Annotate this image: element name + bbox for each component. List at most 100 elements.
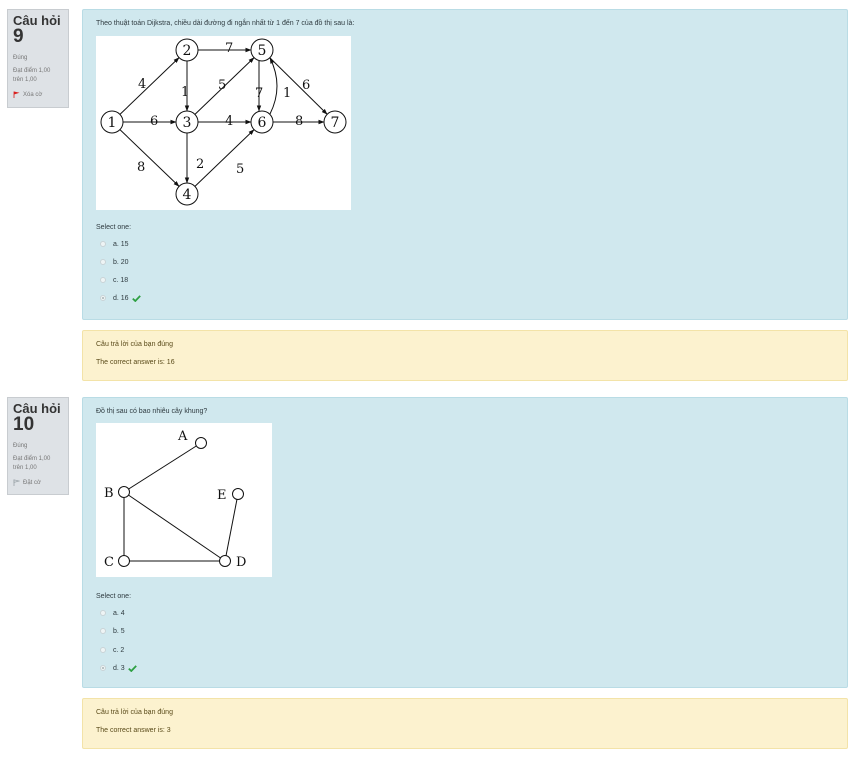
graph-node-label-D: D xyxy=(236,555,246,570)
question-label: Câu hỏi xyxy=(13,401,61,416)
edge-3-5 xyxy=(194,57,255,115)
grade-line-2: trên 1,00 xyxy=(13,77,37,83)
graph-node-3 xyxy=(175,110,199,134)
question-grade: Đạt điểm 1,00 trên 1,00 xyxy=(13,455,63,473)
select-one-prompt: Select one: xyxy=(96,593,132,600)
question-number: 10 xyxy=(13,414,35,435)
option-label: c. 2 xyxy=(113,646,125,654)
option-label: a. 15 xyxy=(113,240,129,248)
set-flag-button[interactable]: Đặt cờ xyxy=(13,479,63,486)
spanning-tree-graph-figure: A B C D E xyxy=(96,423,272,577)
graph-node-B xyxy=(118,486,130,498)
remove-flag-button[interactable]: Xóa cờ xyxy=(13,91,63,98)
answer-option-d[interactable]: d. 3 xyxy=(100,663,137,673)
radio-button[interactable] xyxy=(100,628,106,634)
graph-node-6 xyxy=(250,110,274,134)
graph-node-label-B: B xyxy=(104,486,114,501)
edge-weight-1-3: 6 xyxy=(150,114,158,129)
graph-node-label-1: 1 xyxy=(108,115,117,131)
graph-node-label-C: C xyxy=(104,555,114,570)
check-icon xyxy=(131,294,141,302)
correct-answer-text: The correct answer is: 3 xyxy=(96,727,171,734)
edge-weight-3-6: 4 xyxy=(225,114,233,129)
graph-node-7 xyxy=(323,110,347,134)
flag-outline-icon xyxy=(13,479,20,486)
feedback-box-9: Câu trả lời của bạn đúng The correct ans… xyxy=(82,330,848,381)
graph-node-C xyxy=(118,555,130,567)
edge-weight-6-7: 8 xyxy=(295,114,303,129)
option-label: d. 16 xyxy=(113,294,129,302)
option-label: b. 20 xyxy=(113,258,129,266)
answer-option-c[interactable]: c. 2 xyxy=(100,645,124,655)
edge-4-6 xyxy=(194,129,255,187)
graph-node-E xyxy=(232,488,244,500)
question-content-9: Theo thuật toán Dijkstra, chiều dài đườn… xyxy=(82,9,848,320)
question-info-9: Câu hỏi 9 Đúng Đạt điểm 1,00 trên 1,00 X… xyxy=(7,9,69,108)
edge-1-2 xyxy=(119,57,180,115)
flag-label: Đặt cờ xyxy=(23,479,41,486)
edge-weight-4-6: 5 xyxy=(236,162,244,177)
radio-button[interactable] xyxy=(100,259,106,265)
graph-node-label-2: 2 xyxy=(183,43,192,59)
edge-weight-2-3: 1 xyxy=(181,85,189,100)
graph-node-5 xyxy=(250,38,274,62)
edge-5-7 xyxy=(269,57,328,115)
option-label: b. 5 xyxy=(113,627,125,635)
graph-node-label-A: A xyxy=(177,429,188,444)
edge-A-B xyxy=(123,442,202,493)
edge-B-D xyxy=(123,491,226,562)
radio-button-selected[interactable] xyxy=(100,665,106,671)
graph-node-label-3: 3 xyxy=(183,115,192,131)
edge-6-5 xyxy=(269,57,278,115)
feedback-message: Câu trả lời của bạn đúng xyxy=(96,341,173,348)
feedback-box-10: Câu trả lời của bạn đúng The correct ans… xyxy=(82,698,848,749)
graph-node-label-7: 7 xyxy=(331,115,340,131)
check-icon xyxy=(127,664,137,672)
answer-option-c[interactable]: c. 18 xyxy=(100,275,128,285)
graph-node-label-6: 6 xyxy=(258,115,267,131)
question-grade: Đạt điểm 1,00 trên 1,00 xyxy=(13,67,63,85)
answer-option-a[interactable]: a. 4 xyxy=(100,608,125,618)
flag-label: Xóa cờ xyxy=(23,91,43,98)
correct-answer-text: The correct answer is: 16 xyxy=(96,359,175,366)
question-number: 9 xyxy=(13,26,24,47)
edge-weight-6-5: 1 xyxy=(283,86,291,101)
edge-weight-5-6: 7 xyxy=(255,86,263,101)
graph-node-2 xyxy=(175,38,199,62)
graph-node-A xyxy=(195,437,207,449)
edge-weight-3-5: 5 xyxy=(218,78,226,93)
question-state: Đúng xyxy=(13,443,28,449)
question-state: Đúng xyxy=(13,55,28,61)
question-info-10: Câu hỏi 10 Đúng Đạt điểm 1,00 trên 1,00 … xyxy=(7,397,69,495)
question-content-10: Đồ thị sau có bao nhiêu cây khung? A B C D E… xyxy=(82,397,848,688)
edge-weight-1-2: 4 xyxy=(138,77,146,92)
grade-line-1: Đạt điểm 1,00 xyxy=(13,456,51,462)
option-label: c. 18 xyxy=(113,276,129,284)
radio-button-selected[interactable] xyxy=(100,295,106,301)
graph-node-label-4: 4 xyxy=(183,187,192,203)
edge-weight-1-4: 8 xyxy=(137,160,145,175)
graph-node-label-5: 5 xyxy=(258,43,267,59)
option-label: a. 4 xyxy=(113,609,125,617)
answer-option-b[interactable]: b. 5 xyxy=(100,626,125,636)
radio-button[interactable] xyxy=(100,610,106,616)
radio-button[interactable] xyxy=(100,241,106,247)
graph-node-1 xyxy=(100,110,124,134)
edge-weight-2-5: 7 xyxy=(225,41,233,56)
answer-option-a[interactable]: a. 15 xyxy=(100,239,129,249)
option-label: d. 3 xyxy=(113,664,125,672)
graph-node-4 xyxy=(175,182,199,206)
radio-button[interactable] xyxy=(100,277,106,283)
select-one-prompt: Select one: xyxy=(96,224,132,231)
edge-1-4 xyxy=(119,129,180,187)
grade-line-2: trên 1,00 xyxy=(13,465,37,471)
answer-option-b[interactable]: b. 20 xyxy=(100,257,129,267)
answer-option-d[interactable]: d. 16 xyxy=(100,293,141,303)
question-text: Đồ thị sau có bao nhiêu cây khung? xyxy=(96,408,208,415)
question-text: Theo thuật toán Dijkstra, chiều dài đườn… xyxy=(96,20,355,27)
feedback-message: Câu trả lời của bạn đúng xyxy=(96,709,173,716)
radio-button[interactable] xyxy=(100,647,106,653)
graph-node-label-E: E xyxy=(217,488,227,503)
